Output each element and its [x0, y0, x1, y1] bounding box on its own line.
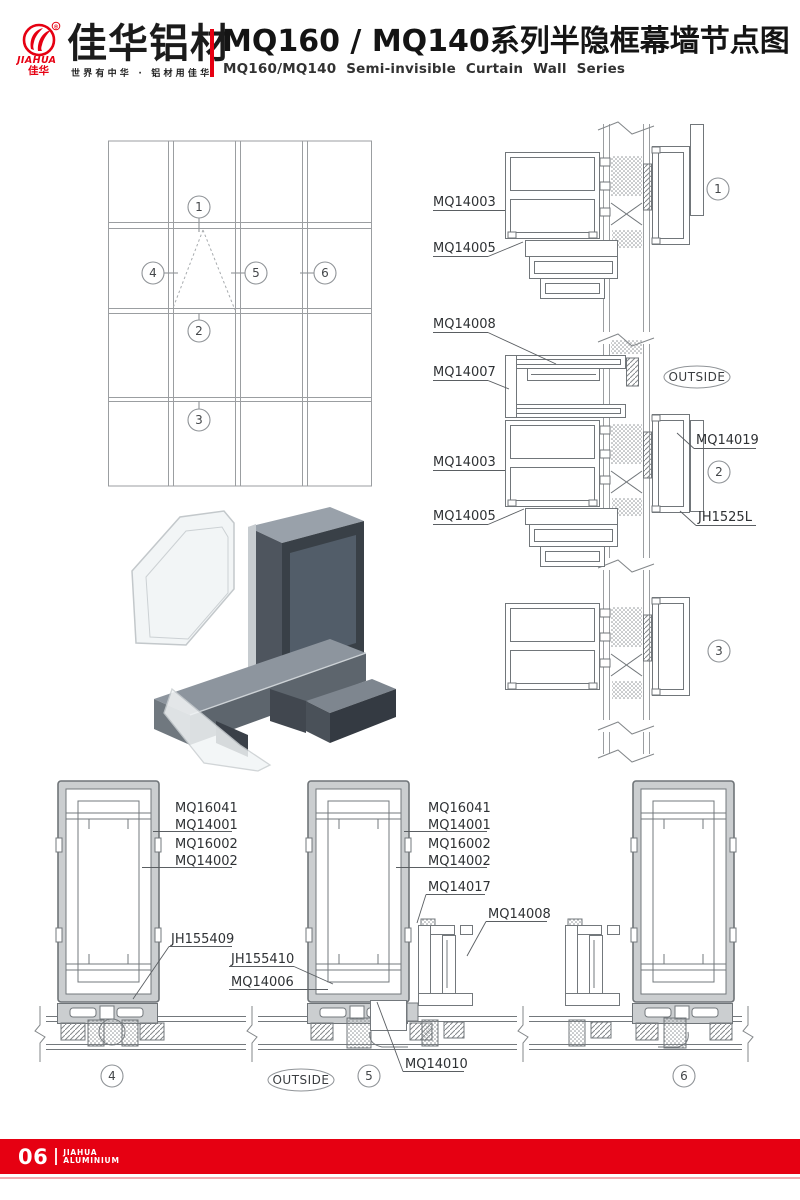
- jiahua-logo-icon: ® JIAHUA 佳华: [15, 21, 61, 77]
- detail-callout-5: 5: [365, 1069, 373, 1083]
- label-mq14008: MQ14008: [433, 317, 496, 332]
- logo-brand-en: JIAHUA: [16, 55, 56, 66]
- registered-mark: ®: [53, 24, 59, 30]
- cover-profile-node-2: [690, 420, 704, 512]
- label-mq14010: MQ14010: [405, 1057, 468, 1072]
- outside-label: OUTSIDE: [668, 370, 725, 384]
- elevation-callouts: [141, 195, 337, 432]
- mullion-profile-6: [630, 780, 737, 1003]
- label-left-mq16002: MQ16002: [175, 837, 238, 852]
- page-subtitle: MQ160/MQ140 Semi-invisible Curtain Wall …: [223, 61, 626, 77]
- logo-swoosh-icon: [37, 30, 51, 51]
- profile-3d-render: [131, 507, 396, 772]
- vertical-section-drawing: MQ14003 MQ14005 MQ14008 MQ14007 MQ14019 …: [433, 121, 759, 763]
- header-divider: [210, 29, 214, 77]
- glass-panes-back: [131, 510, 235, 646]
- curtain-wall-grid: [108, 140, 372, 487]
- vent-profile-b: [565, 918, 620, 1006]
- callout-6: 6: [321, 266, 329, 280]
- footer-brand-line1: JIAHUA: [63, 1147, 98, 1157]
- label-jh1525l: JH1525L: [697, 510, 753, 525]
- label-right-mq16041: MQ16041: [428, 801, 491, 816]
- label-right-mq14002: MQ14002: [428, 854, 491, 869]
- transom-node-1: [505, 146, 690, 249]
- detail-callout-3: 3: [715, 644, 723, 658]
- page-number: 06: [18, 1144, 49, 1169]
- vsection-callouts: [706, 177, 731, 663]
- label-mq14003-top: MQ14003: [433, 195, 496, 210]
- mullion-profile-4: [55, 780, 162, 1003]
- label-mq14017: MQ14017: [428, 880, 491, 895]
- callout-3: 3: [195, 413, 203, 427]
- seal-blocks-5: [310, 1000, 433, 1049]
- sash-profile-node-2: [525, 508, 618, 567]
- label-mq14008-h: MQ14008: [488, 907, 551, 922]
- brand-name: 佳华铝材: [67, 21, 231, 67]
- footer-accent-line: [0, 1177, 800, 1179]
- outside-marker: [663, 365, 731, 389]
- detail-callout-6: 6: [680, 1069, 688, 1083]
- label-mq14007: MQ14007: [433, 365, 496, 380]
- seal-blocks-4: [60, 1018, 165, 1047]
- label-mq14005-mid: MQ14005: [433, 509, 496, 524]
- horizontal-section-drawing: MQ16041 MQ14001 MQ16002 MQ14002 JH155409…: [34, 780, 754, 1092]
- label-left-mq14002: MQ14002: [175, 854, 238, 869]
- label-mq14019: MQ14019: [696, 433, 759, 448]
- callout-4: 4: [149, 266, 157, 280]
- detail-callout-1: 1: [714, 182, 722, 196]
- hsection-leaders: [132, 831, 547, 1072]
- stack-joint-assembly: [505, 340, 642, 418]
- label-left-mq16041: MQ16041: [175, 801, 238, 816]
- page-title: MQ160 / MQ140系列半隐框幕墙节点图: [222, 24, 790, 59]
- opening-sash-symbol: [172, 229, 236, 311]
- footer-bar: 06 JIAHUA ALUMINIUM: [0, 1139, 800, 1174]
- label-jh155409: JH155409: [170, 932, 234, 947]
- label-right-mq14001: MQ14001: [428, 818, 491, 833]
- seal-blocks-6: [635, 1017, 733, 1049]
- outside-marker-h: [267, 1068, 335, 1092]
- footer-brand: JIAHUA ALUMINIUM: [63, 1147, 120, 1165]
- glass-pane-front: [163, 687, 272, 772]
- footer-divider: [55, 1148, 58, 1165]
- cover-profile-node-1: [690, 124, 704, 216]
- elevation-diagram: 1 2 3 4 5 6: [108, 140, 372, 487]
- vsection-leaders: [433, 210, 756, 526]
- vent-profile-a: [418, 918, 473, 1006]
- hsection-callouts: [100, 1064, 696, 1088]
- mullion-profile-5: [305, 780, 412, 1003]
- logo-swoosh-icon: [30, 28, 43, 50]
- brand-tagline: 世界有中华 · 铝材用佳华: [71, 69, 213, 79]
- label-mq14006: MQ14006: [231, 975, 294, 990]
- label-mq14003-mid: MQ14003: [433, 455, 496, 470]
- vent-seal-blocks: [421, 1019, 612, 1047]
- break-marks: [597, 121, 655, 763]
- callout-1: 1: [195, 200, 203, 214]
- callout-2: 2: [195, 324, 203, 338]
- sash-profile-node-1: [525, 240, 618, 299]
- transom-node-3: [505, 597, 690, 700]
- outside-label-h: OUTSIDE: [272, 1073, 329, 1087]
- logo-brand-cn-small: 佳华: [28, 64, 49, 76]
- detail-callout-4: 4: [108, 1069, 116, 1083]
- company-logo: ® JIAHUA 佳华: [15, 20, 62, 77]
- band-break-marks: [34, 1006, 754, 1062]
- footer-brand-line2: ALUMINIUM: [63, 1155, 120, 1165]
- label-mq14005-top: MQ14005: [433, 241, 496, 256]
- detail-callout-2: 2: [715, 465, 723, 479]
- label-jh155410: JH155410: [230, 952, 294, 967]
- connector-profile: [406, 1002, 419, 1022]
- transom-node-2: [505, 414, 690, 517]
- label-left-mq14001: MQ14001: [175, 818, 238, 833]
- callout-5: 5: [252, 266, 260, 280]
- label-right-mq16002: MQ16002: [428, 837, 491, 852]
